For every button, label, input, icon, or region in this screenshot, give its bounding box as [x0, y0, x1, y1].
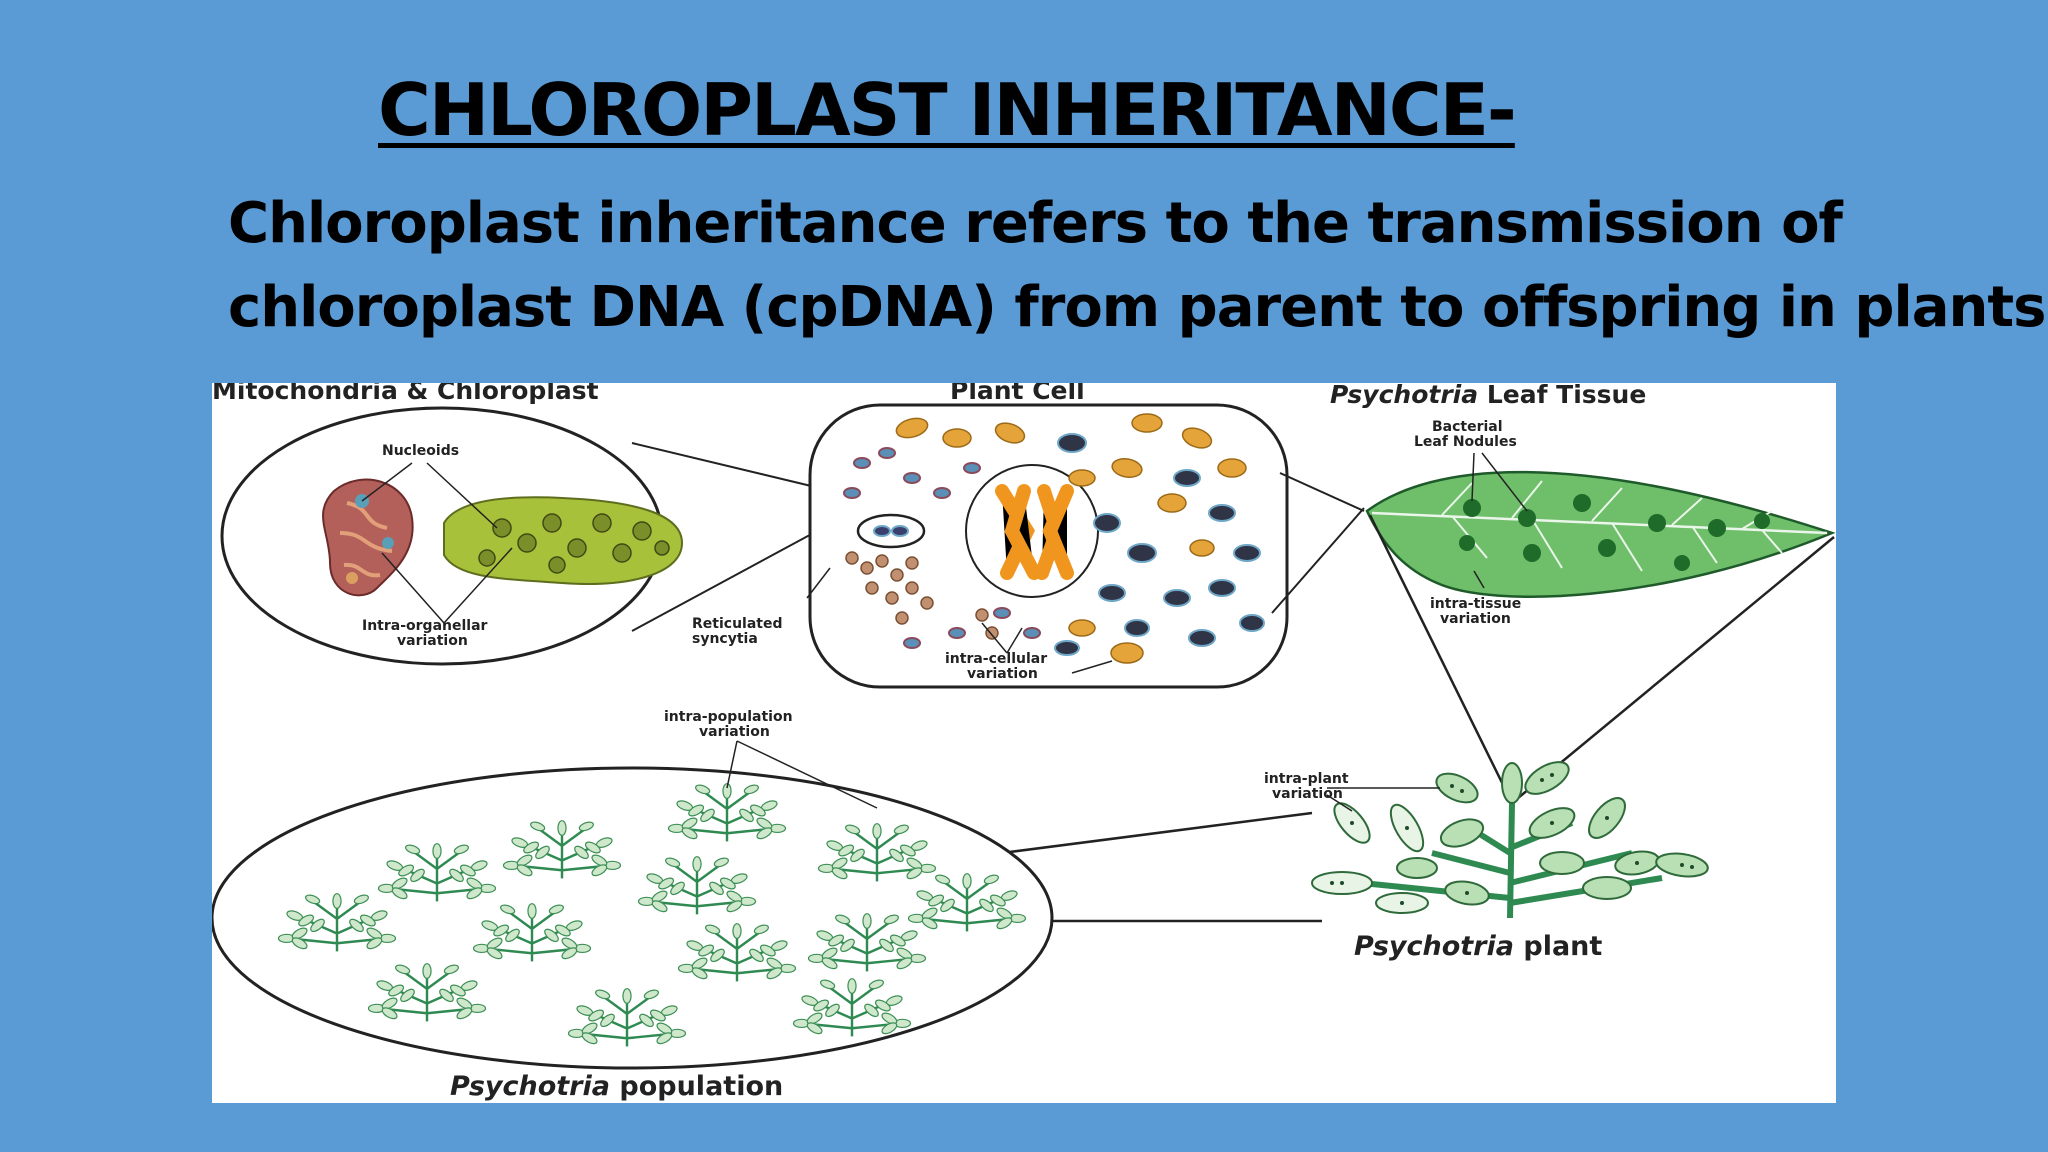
intra-tissue-label-1: intra-tissue	[1430, 596, 1521, 612]
intra-tissue-label-2: variation	[1440, 611, 1511, 627]
intra-plant-label-2: variation	[1272, 786, 1343, 802]
intra-plant-label-1: intra-plant	[1264, 771, 1349, 787]
intra-population-label-2: variation	[699, 724, 770, 740]
psychotria-population-label: Psychotria population	[450, 1071, 783, 1102]
mito-chloroplast-heading: Mitochondria & Chloroplast	[212, 383, 599, 405]
plant-cell: Reticulated syncytia intra-cellular vari…	[692, 403, 1289, 689]
reticulated-label-2: syncytia	[692, 631, 758, 647]
plant-cell-heading: Plant Cell	[950, 383, 1085, 405]
slide-body-text: Chloroplast inheritance refers to the tr…	[228, 182, 2048, 350]
psychotria-plant-label: Psychotria plant	[1354, 931, 1602, 962]
psychotria-population: intra-population variation Psychotria po…	[212, 709, 1054, 1102]
bacterial-label-2: Leaf Nodules	[1414, 434, 1517, 450]
intra-cellular-label-2: variation	[967, 666, 1038, 682]
mitochondrion-shape	[322, 478, 414, 597]
organelle-circle: Nucleoids Intra-organellar variation	[220, 406, 684, 666]
slide-title: CHLOROPLAST INHERITANCE-	[378, 68, 1517, 152]
reticulated-label-1: Reticulated	[692, 616, 783, 632]
nucleoids-label: Nucleoids	[382, 443, 459, 459]
body-line-1: Chloroplast inheritance refers to the tr…	[228, 191, 1843, 256]
chloroplast-shape	[443, 496, 684, 585]
body-line-2: chloroplast DNA (cpDNA) from parent to o…	[228, 275, 2048, 340]
intra-cellular-label-1: intra-cellular	[945, 651, 1047, 667]
chromosome-icon	[995, 484, 1074, 580]
intra-organellar-label-1: Intra-organellar	[362, 618, 488, 634]
leaf-tissue-heading: Psychotria Leaf Tissue	[1330, 383, 1646, 409]
leaf-tissue: Bacterial Leaf Nodules intra-tissue vari…	[1365, 419, 1836, 627]
psychotria-plant: intra-plant variation Psychotria plant	[1264, 761, 1709, 962]
intra-organellar-label-2: variation	[397, 633, 468, 649]
bacterial-label-1: Bacterial	[1432, 419, 1503, 435]
intra-population-label-1: intra-population	[664, 709, 793, 725]
inheritance-diagram: Mitochondria & Chloroplast Plant Cell Ps…	[212, 383, 1836, 1103]
